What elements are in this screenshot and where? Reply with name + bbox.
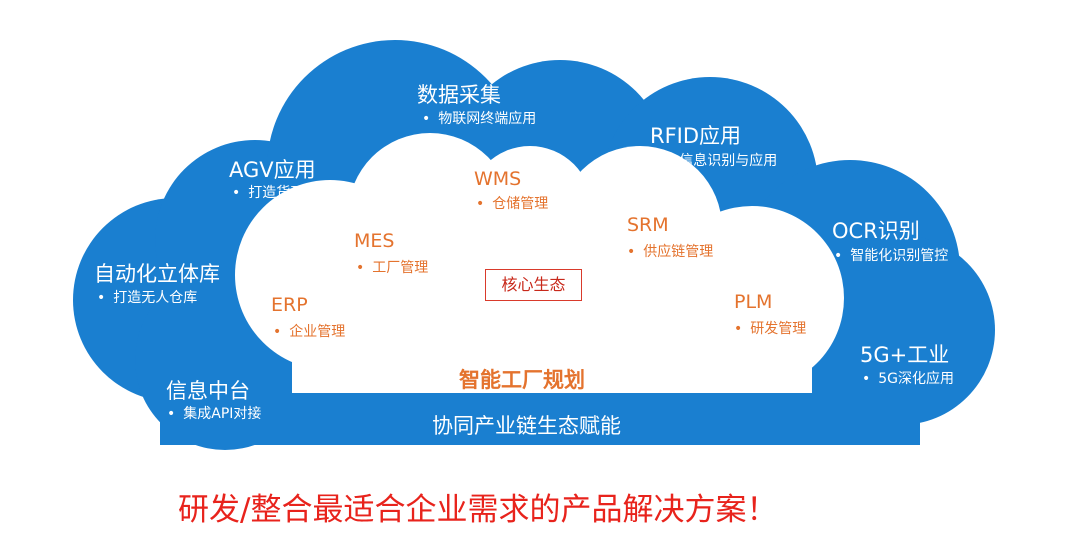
outer-item-middle-platform-subtitle: •集成API对接 xyxy=(167,406,262,422)
outer-item-middle-platform-title: 信息中台 xyxy=(166,379,250,403)
outer-item-5g-subtitle: •5G深化应用 xyxy=(862,371,955,387)
outer-item-ocr-subtitle: •智能化识别管控 xyxy=(834,248,949,264)
tagline: 研发/整合最适合企业需求的产品解决方案！ xyxy=(178,492,778,528)
core-ecosystem-box: 核心生态 xyxy=(485,269,582,301)
inner-item-srm-subtitle: •供应链管理 xyxy=(627,244,714,260)
outer-item-5g-title: 5G+工业 xyxy=(860,343,950,367)
outer-item-asrs-subtitle: •打造无人仓库 xyxy=(97,290,198,306)
inner-item-erp-subtitle: •企业管理 xyxy=(273,324,346,340)
outer-item-rfid-title: RFID应用 xyxy=(650,124,742,148)
inner-item-wms-title: WMS xyxy=(474,168,522,190)
outer-item-rfid-subtitle: •信息识别与应用 xyxy=(655,153,778,169)
bullet-icon: • xyxy=(167,406,176,422)
outer-item-agv-title: AGV应用 xyxy=(229,158,316,182)
bullet-icon: • xyxy=(422,111,431,127)
bullet-icon: • xyxy=(655,153,664,169)
bullet-icon: • xyxy=(862,371,871,387)
outer-item-agv-subtitle: •打造货到人管理 xyxy=(232,185,347,201)
smart-factory-plan-title: 智能工厂规划 xyxy=(459,368,585,392)
bullet-icon: • xyxy=(356,260,365,276)
inner-item-wms-subtitle: •仓储管理 xyxy=(476,196,549,212)
inner-item-mes-subtitle: •工厂管理 xyxy=(356,260,429,276)
bullet-icon: • xyxy=(476,196,485,212)
bullet-icon: • xyxy=(627,244,636,260)
synergy-label: 协同产业链生态赋能 xyxy=(432,414,621,438)
bullet-icon: • xyxy=(97,290,106,306)
outer-item-asrs-title: 自动化立体库 xyxy=(94,262,220,286)
inner-item-plm-title: PLM xyxy=(734,291,773,313)
inner-item-srm-title: SRM xyxy=(627,214,669,236)
outer-item-ocr-title: OCR识别 xyxy=(832,219,920,243)
bullet-icon: • xyxy=(734,321,743,337)
inner-item-plm-subtitle: •研发管理 xyxy=(734,321,807,337)
bullet-icon: • xyxy=(834,248,843,264)
bullet-icon: • xyxy=(273,324,282,340)
outer-item-data-collection-subtitle: •物联网终端应用 xyxy=(422,111,537,127)
inner-item-erp-title: ERP xyxy=(271,294,308,316)
inner-cloud xyxy=(235,133,844,393)
inner-item-mes-title: MES xyxy=(354,230,395,252)
bullet-icon: • xyxy=(232,185,241,201)
outer-item-data-collection-title: 数据采集 xyxy=(417,83,501,107)
